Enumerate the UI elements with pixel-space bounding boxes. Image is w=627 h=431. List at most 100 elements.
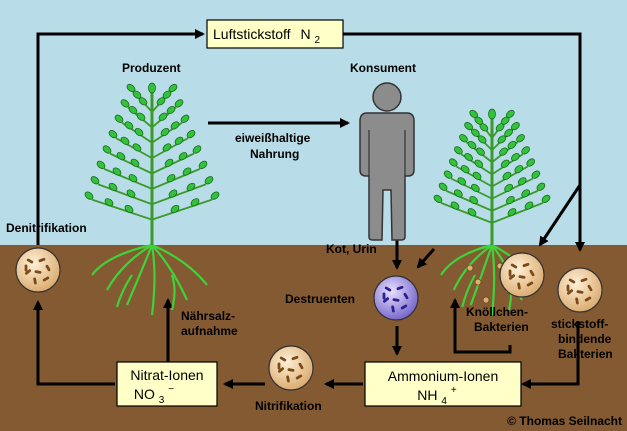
leaf bbox=[454, 146, 463, 155]
leaf bbox=[448, 158, 458, 167]
leaf bbox=[443, 170, 453, 179]
leaf bbox=[433, 194, 443, 203]
svg-text:NO 3 −: NO 3 − bbox=[134, 384, 174, 406]
bacterium-rod bbox=[382, 292, 386, 300]
arrow-denitrification bbox=[36, 29, 205, 245]
root-line bbox=[151, 244, 189, 301]
bacterium-rod bbox=[392, 298, 400, 302]
leaf bbox=[180, 114, 190, 123]
bacterium-rod bbox=[24, 264, 28, 272]
leaf bbox=[90, 176, 100, 185]
nitrate-ions-label: Nitrat-Ionen bbox=[130, 367, 203, 383]
root-line bbox=[151, 243, 208, 286]
nitrification-label: Nitrifikation bbox=[255, 399, 322, 413]
leaf bbox=[108, 130, 118, 139]
leaf bbox=[120, 136, 130, 145]
bacterium-rod bbox=[508, 274, 516, 280]
nutrient-uptake-label-line1: Nährsalz- bbox=[181, 309, 235, 323]
leaf bbox=[108, 182, 118, 192]
leaf bbox=[126, 189, 136, 198]
plant-branch bbox=[151, 152, 195, 175]
bacterium-rod bbox=[279, 356, 287, 362]
producer-plant bbox=[84, 82, 220, 316]
bacterium-rod bbox=[566, 289, 574, 295]
leaf bbox=[477, 135, 487, 144]
leaf bbox=[132, 143, 142, 152]
nutrient-uptake-label-line2: aufnahme bbox=[181, 324, 238, 338]
leaf bbox=[170, 121, 180, 130]
leaf bbox=[467, 140, 477, 150]
root-line bbox=[469, 244, 494, 306]
leaf bbox=[514, 165, 524, 174]
plant-branch bbox=[151, 183, 207, 206]
arrow-nitrate-to-microbe bbox=[33, 300, 115, 386]
bacterium-rod bbox=[584, 296, 592, 302]
leaf bbox=[168, 83, 178, 93]
root-line bbox=[440, 243, 493, 276]
plant-branch bbox=[109, 152, 153, 175]
ammonium-subscript: 4 bbox=[441, 396, 447, 407]
arrow-to-nodules bbox=[538, 184, 582, 247]
leaf bbox=[450, 201, 460, 210]
leaf bbox=[84, 191, 94, 200]
leaf bbox=[459, 134, 468, 143]
leaf bbox=[192, 145, 202, 154]
leaf bbox=[467, 208, 477, 217]
root-line bbox=[115, 274, 133, 308]
leaf bbox=[511, 152, 520, 162]
bacterium-rod bbox=[529, 269, 535, 277]
bacterium-rod bbox=[580, 277, 588, 283]
leaf bbox=[116, 152, 126, 161]
root-nodule bbox=[482, 296, 490, 304]
bacterium-rod bbox=[517, 282, 521, 290]
leaf bbox=[182, 167, 192, 176]
food-label-line2: Nahrung bbox=[250, 147, 299, 161]
bacterium-rod bbox=[526, 281, 534, 287]
fixing-bacteria-label-line1: stickstoff- bbox=[551, 317, 608, 331]
leaf bbox=[457, 177, 467, 186]
plant-branch bbox=[151, 168, 201, 190]
microbe-decomposers bbox=[373, 275, 419, 321]
leaf bbox=[541, 194, 551, 203]
bacterium-rod bbox=[38, 257, 46, 263]
arrow-from-plant-waste bbox=[416, 248, 436, 269]
leaf bbox=[204, 176, 214, 185]
leaf bbox=[186, 182, 196, 192]
leaf bbox=[471, 128, 480, 137]
food-label-line1: eiweißhaltige bbox=[235, 131, 311, 145]
bacterium-rod bbox=[382, 297, 390, 303]
leaf bbox=[511, 122, 520, 131]
nitrogen-gas-formula: N bbox=[300, 26, 310, 42]
bacterium-rod bbox=[508, 269, 512, 277]
leaf bbox=[472, 171, 482, 180]
leaf bbox=[148, 82, 156, 94]
leaf bbox=[517, 177, 527, 186]
leaf bbox=[502, 171, 512, 180]
leaf bbox=[488, 108, 496, 120]
leaf bbox=[114, 114, 124, 123]
root-line bbox=[91, 243, 153, 276]
bacterium-rod bbox=[26, 258, 34, 264]
bacterium-rod bbox=[42, 276, 50, 282]
microbe-disc bbox=[15, 247, 61, 293]
leaf bbox=[128, 105, 138, 115]
root-line bbox=[490, 244, 496, 316]
leaf bbox=[112, 167, 122, 176]
svg-text:Luftstickstoff N 2: Luftstickstoff N 2 bbox=[213, 26, 320, 46]
plant-branch bbox=[440, 202, 493, 224]
leaf bbox=[158, 112, 168, 121]
bacterium-rod bbox=[295, 374, 303, 380]
ammonium-formula: NH bbox=[417, 387, 437, 403]
leaf bbox=[96, 160, 106, 169]
bacterium-rod bbox=[291, 355, 299, 361]
bacterium-rod bbox=[277, 367, 285, 373]
leaf bbox=[126, 83, 136, 93]
bacterium-rod bbox=[522, 262, 530, 268]
nodule-bacteria-label-line2: Bakterien bbox=[474, 320, 529, 334]
leaf bbox=[516, 134, 525, 143]
bacterium-rod bbox=[510, 263, 518, 269]
leaf bbox=[120, 99, 130, 108]
leaf bbox=[102, 145, 112, 154]
nitrogen-gas-subscript: 2 bbox=[314, 35, 320, 46]
